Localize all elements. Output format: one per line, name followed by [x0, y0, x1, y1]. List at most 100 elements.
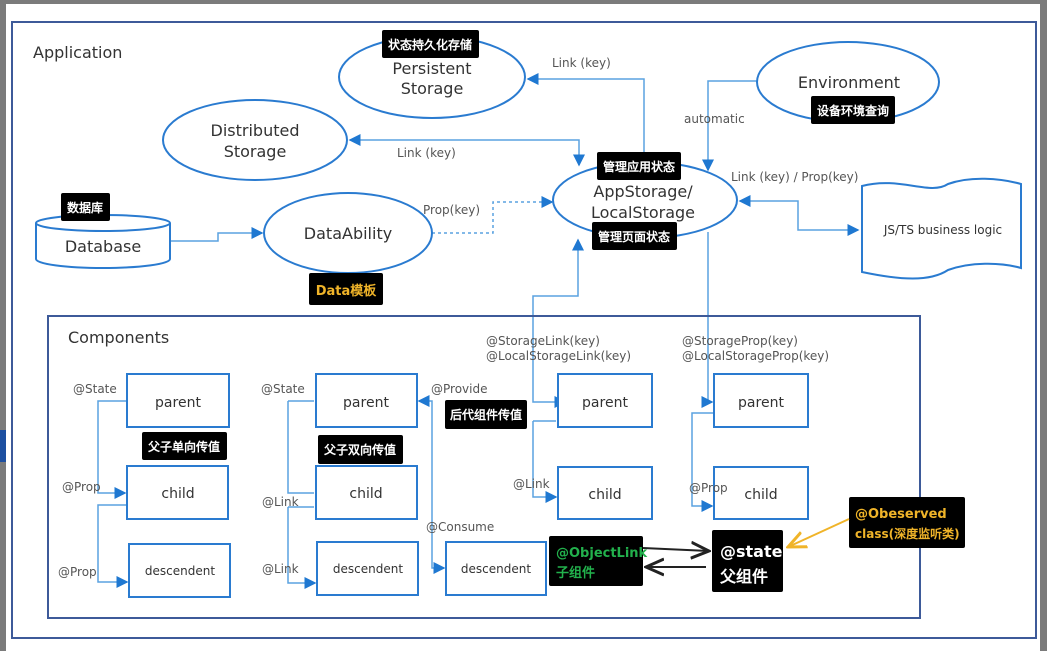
c2-parent-box [315, 373, 418, 428]
business-logic-label: JS/TS business logic [883, 223, 1002, 237]
application-frame [11, 21, 1037, 639]
edge-storageprop [701, 232, 714, 408]
edge-label-business: Link (key) / Prop(key) [731, 170, 858, 184]
objectlink-line-2: 子组件 [556, 565, 595, 581]
badge-two-way-text: 父子双向传值 [323, 442, 396, 457]
components-title: Components [68, 328, 169, 347]
edge-storageprop-child [691, 412, 714, 512]
appstorage-badge-top [597, 152, 681, 180]
badge-two-way [318, 435, 403, 464]
side-tab [0, 430, 6, 462]
edge-dataability [432, 196, 554, 234]
label-link-3: @Link [513, 477, 550, 491]
badge-descendant [445, 400, 527, 429]
label-prop-1: @Prop [62, 480, 101, 494]
label-storageprop: @StorageProp(key) [682, 334, 798, 348]
edge-database [170, 227, 264, 242]
label-prop-2: @Prop [58, 565, 97, 579]
edge-label-automatic: automatic [684, 112, 745, 126]
components-frame [47, 315, 921, 619]
edge-provide-consume [417, 395, 446, 574]
dataability-badge [309, 273, 383, 305]
persistent-label-2: Storage [401, 79, 464, 98]
observed-badge [849, 497, 965, 548]
c1-child-box [126, 465, 229, 520]
persistent-label-1: Persistent [392, 59, 471, 78]
label-state-1: @State [73, 382, 117, 396]
c5-child-box [713, 466, 809, 520]
label-consume: @Consume [426, 520, 494, 534]
distributed-label-1: Distributed [211, 121, 300, 140]
objectlink-badge [549, 536, 643, 586]
c2-descendent: descendent [333, 562, 403, 576]
edge-persistent [526, 73, 645, 152]
c2-parent: parent [343, 395, 389, 411]
label-localstorageprop: @LocalStorageProp(key) [682, 349, 829, 363]
arrow-observed-to-state [788, 518, 850, 547]
environment-badge [811, 96, 895, 124]
appstorage-label-2: LocalStorage [591, 203, 695, 222]
badge-descendant-text: 后代组件传值 [450, 407, 522, 422]
distributed-storage-node [162, 99, 348, 181]
c2-child-box [315, 465, 418, 520]
c4-parent-box [557, 373, 653, 428]
edge-prop-prop [97, 504, 129, 588]
appstorage-badge-top-text: 管理应用状态 [603, 159, 675, 174]
dataability-label: DataAbility [304, 224, 392, 243]
distributed-label-2: Storage [224, 142, 287, 161]
c5-child: child [744, 487, 777, 503]
observed-line-1: @Obeserved [855, 507, 947, 522]
label-provide: @Provide [431, 382, 487, 396]
c2-descendent-box [316, 541, 419, 596]
edge-state-prop [97, 400, 127, 499]
persistent-badge [382, 30, 479, 58]
label-localstoragelink: @LocalStorageLink(key) [486, 349, 631, 363]
label-state-2: @State [261, 382, 305, 396]
c5-parent: parent [738, 395, 784, 411]
c1-descendent-box [128, 543, 231, 598]
state-line-2: 父组件 [719, 567, 768, 586]
edge-label-distributed: Link (key) [397, 146, 456, 160]
c3-descendent-box [445, 541, 547, 596]
component-boxes [126, 373, 809, 598]
database-label: Database [65, 237, 141, 256]
objectlink-line-1: @ObjectLink [556, 546, 648, 561]
application-title: Application [33, 43, 122, 62]
appstorage-badge-bottom-text: 管理页面状态 [598, 229, 670, 244]
edge-business [738, 195, 860, 236]
arrow-objectlink-to-state [642, 548, 709, 551]
dataability-badge-text: Data模板 [316, 283, 378, 299]
edge-environment [702, 80, 757, 172]
appstorage-badge-bottom [592, 222, 677, 250]
observed-line-2: class(深度监听类) [855, 526, 960, 541]
c4-child-box [557, 466, 653, 520]
state-badge [712, 530, 783, 592]
label-storagelink: @StorageLink(key) [486, 334, 600, 348]
c4-parent: parent [582, 395, 628, 411]
database-badge [61, 193, 110, 221]
business-logic-node [861, 177, 1022, 280]
state-line-1: @state [720, 542, 783, 561]
edge-label-prop: Prop(key) [423, 203, 480, 217]
label-prop-3: @Prop [689, 481, 728, 495]
c2-child: child [349, 486, 382, 502]
badge-one-way [142, 432, 227, 460]
environment-label: Environment [798, 73, 900, 92]
label-link-2: @Link [262, 562, 299, 576]
edge-state-link [287, 400, 315, 583]
database-badge-text: 数据库 [67, 200, 103, 215]
c3-descendent: descendent [461, 562, 531, 576]
c1-descendent: descendent [145, 564, 215, 578]
edge-storagelink-child [532, 420, 556, 497]
badge-one-way-text: 父子单向传值 [147, 439, 220, 454]
label-link-1: @Link [262, 495, 299, 509]
c5-parent-box [713, 373, 809, 428]
environment-badge-text: 设备环境查询 [817, 103, 889, 118]
c1-parent: parent [155, 395, 201, 411]
c1-child: child [161, 486, 194, 502]
c4-child: child [588, 487, 621, 503]
persistent-badge-text: 状态持久化存储 [388, 37, 472, 52]
edge-storagelink [532, 238, 584, 408]
edge-distributed [348, 134, 585, 167]
